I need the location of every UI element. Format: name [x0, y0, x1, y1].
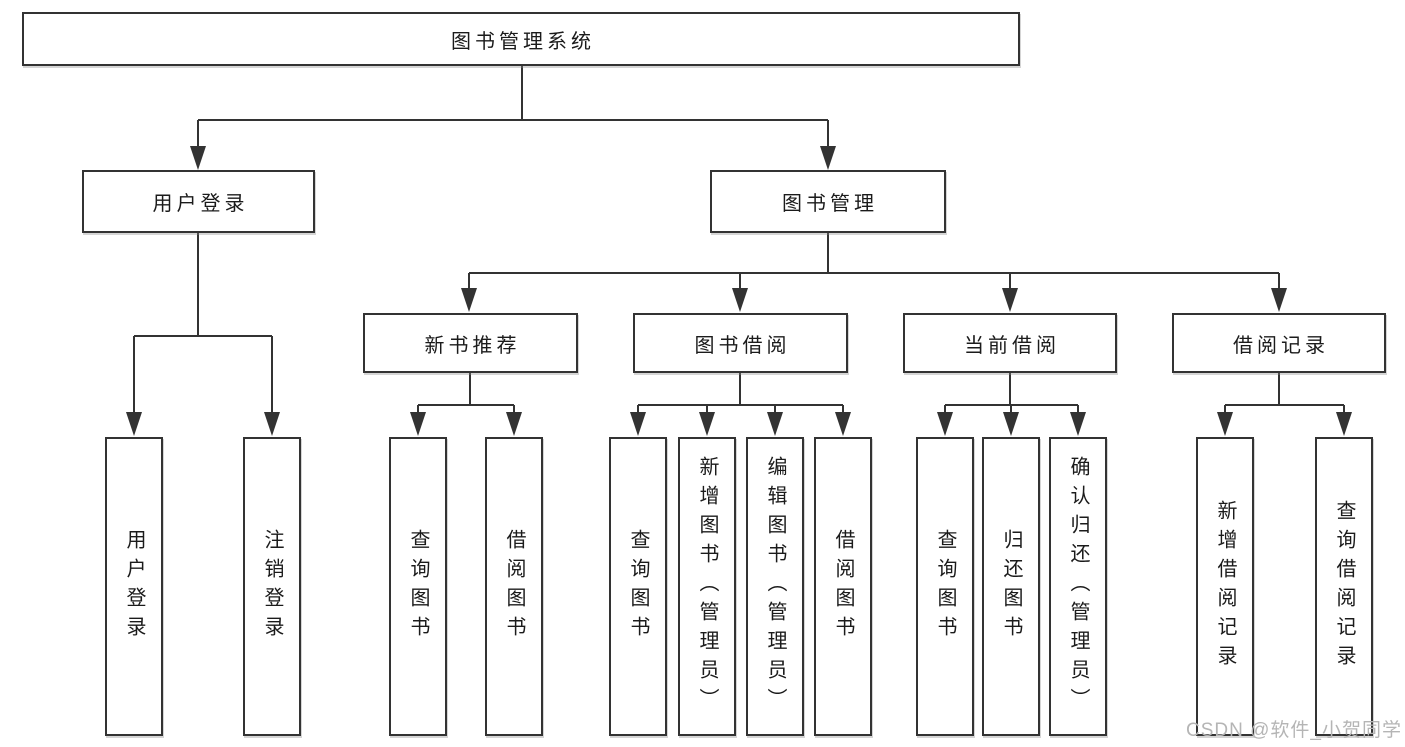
leaf-edit-book-admin: 编辑图书（管理员） [746, 437, 804, 736]
node-label: 图书管理 [782, 193, 878, 215]
leaf-label: 借阅图书 [503, 528, 525, 645]
node-book-borrow: 图书借阅 [633, 313, 848, 373]
node-label: 图书管理系统 [451, 30, 595, 53]
csdn-watermark: CSDN @软件_小贺同学 [1186, 720, 1402, 741]
leaf-query-books: 查询图书 [389, 437, 447, 736]
leaf-label: 确认归还（管理员） [1067, 456, 1089, 717]
leaf-label: 查询借阅记录 [1333, 499, 1355, 674]
node-label: 图书借阅 [694, 334, 791, 357]
leaf-label: 注销登录 [261, 528, 283, 645]
leaf-label: 查询图书 [627, 528, 649, 645]
leaf-logout: 注销登录 [243, 437, 301, 736]
node-user-login: 用户登录 [82, 170, 315, 233]
leaf-borrow-books: 借阅图书 [485, 437, 543, 736]
leaf-label: 借阅图书 [832, 528, 854, 645]
leaf-query-books-current: 查询图书 [916, 437, 974, 736]
node-new-book-recommend: 新书推荐 [363, 313, 578, 373]
leaf-user-login: 用户登录 [105, 437, 163, 736]
leaf-label: 新增借阅记录 [1214, 499, 1236, 674]
node-label: 用户登录 [152, 193, 249, 215]
leaf-query-books-borrow: 查询图书 [609, 437, 667, 736]
node-label: 当前借阅 [964, 334, 1060, 357]
leaf-label: 归还图书 [1000, 528, 1022, 645]
node-label: 新书推荐 [424, 334, 521, 357]
leaf-add-book-admin: 新增图书（管理员） [678, 437, 736, 736]
node-root-system: 图书管理系统 [22, 12, 1020, 66]
node-borrow-records: 借阅记录 [1172, 313, 1386, 373]
leaf-label: 查询图书 [934, 528, 956, 645]
node-book-management: 图书管理 [710, 170, 946, 233]
leaf-label: 用户登录 [123, 528, 145, 645]
leaf-confirm-return-admin: 确认归还（管理员） [1049, 437, 1107, 736]
leaf-query-borrow-record: 查询借阅记录 [1315, 437, 1373, 736]
node-label: 借阅记录 [1233, 334, 1329, 357]
leaf-return-books: 归还图书 [982, 437, 1040, 736]
leaf-label: 查询图书 [407, 528, 429, 645]
leaf-borrow-books-2: 借阅图书 [814, 437, 872, 736]
leaf-label: 编辑图书（管理员） [764, 456, 786, 717]
leaf-label: 新增图书（管理员） [696, 456, 718, 717]
leaf-add-borrow-record: 新增借阅记录 [1196, 437, 1254, 736]
node-current-borrow: 当前借阅 [903, 313, 1117, 373]
